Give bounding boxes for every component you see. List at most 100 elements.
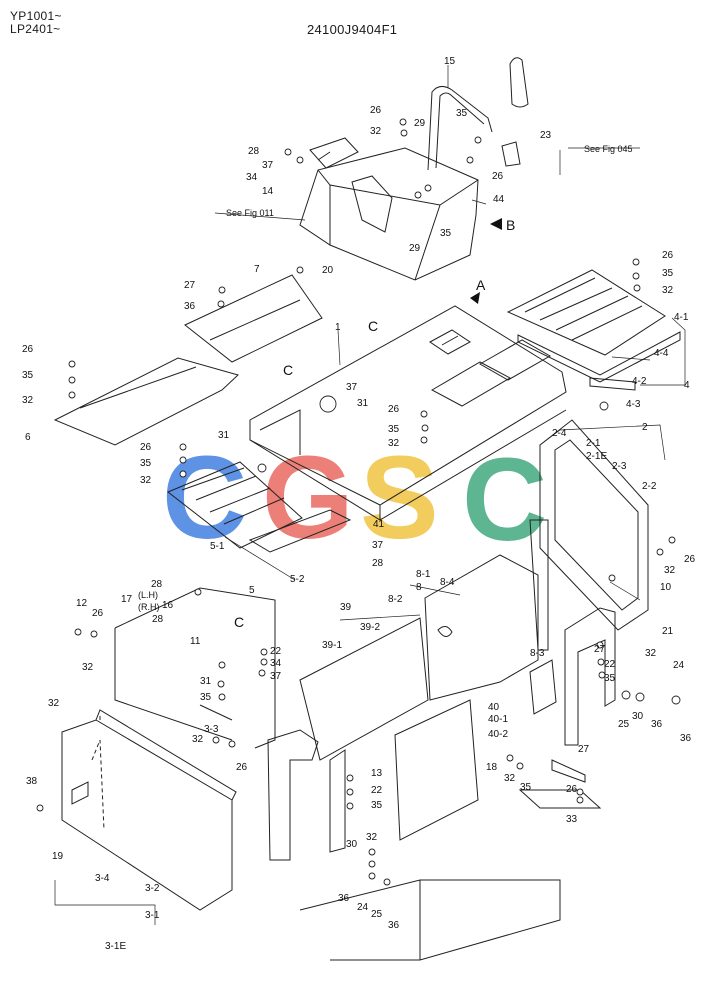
callout-32: 32	[22, 395, 34, 406]
view-letter-c: C	[234, 614, 244, 630]
post-right	[329, 749, 346, 853]
callout-25: 25	[371, 909, 383, 920]
part-code: 24100J9404F1	[307, 22, 398, 37]
front-grille-frame-5-2	[248, 509, 352, 553]
main-cover-1-inner	[249, 409, 567, 521]
callout-24: 24	[673, 660, 685, 671]
callout-26: 26	[388, 404, 400, 415]
callout-32: 32	[370, 126, 382, 137]
callout-35: 35	[440, 228, 452, 239]
view-letter-c: C	[283, 362, 293, 378]
callout-24: 24	[357, 902, 369, 913]
model-range-1: YP1001~	[10, 9, 62, 23]
watermark-letter: G	[262, 432, 354, 564]
cleaner-cup-part	[509, 57, 529, 108]
callout-35: 35	[200, 692, 212, 703]
callout-35: 35	[371, 800, 383, 811]
callout-34: 34	[246, 172, 258, 183]
callout-32: 32	[645, 648, 657, 659]
callout-14: 14	[262, 186, 274, 197]
callout-20: 20	[322, 265, 334, 276]
callout-40-1: 40-1	[488, 714, 508, 725]
rear-frame-21	[564, 607, 616, 746]
callout-2-3: 2-3	[612, 461, 627, 472]
callout-28: 28	[152, 614, 164, 625]
callout-39-2: 39-2	[360, 622, 380, 633]
panel-39-2	[394, 699, 479, 841]
callout-3-1: 3-1	[145, 910, 160, 921]
callout-31: 31	[357, 398, 369, 409]
callout-36: 36	[184, 301, 196, 312]
see-fig-045-link: See Fig 045	[584, 144, 633, 154]
cleaner-cap-part	[501, 141, 521, 167]
bracket-14-part	[309, 137, 359, 169]
callout-28: 28	[151, 579, 163, 590]
partition-8	[424, 554, 539, 701]
callout-35: 35	[662, 268, 674, 279]
callout-11: 11	[190, 636, 201, 647]
callout-4-2: 4-2	[632, 376, 647, 387]
partition-8-hole	[437, 626, 453, 637]
front-grille-5-1	[167, 461, 303, 549]
callout-5-1: 5-1	[210, 541, 225, 552]
callout-6: 6	[25, 432, 31, 443]
view-arrows	[470, 218, 502, 304]
callout-30: 30	[632, 711, 644, 722]
callout-36: 36	[388, 920, 400, 931]
post-13	[267, 729, 319, 861]
callout-8-1: 8-1	[416, 569, 431, 580]
left-hand-label: (L.H)	[138, 590, 158, 600]
left-frame-12	[114, 587, 276, 749]
callout-26: 26	[566, 784, 578, 795]
callout-22: 22	[604, 659, 616, 670]
callout-32: 32	[664, 565, 676, 576]
callout-31: 31	[200, 676, 212, 687]
side-door-3	[61, 719, 233, 911]
frame-post-2-4	[529, 519, 549, 651]
callout-1: 1	[335, 322, 341, 333]
callout-37: 37	[372, 540, 384, 551]
engine-hood-inner	[317, 169, 479, 281]
see-fig-011-link: See Fig 011	[226, 208, 274, 218]
callout-40: 40	[488, 702, 500, 713]
callout-35: 35	[520, 782, 532, 793]
callout-4-3: 4-3	[626, 399, 641, 410]
callout-30: 30	[346, 839, 358, 850]
callout-28: 28	[372, 558, 384, 569]
floor-plate-7	[184, 274, 323, 363]
callout-32: 32	[192, 734, 204, 745]
watermark-letter: C	[462, 434, 547, 566]
callout-25: 25	[618, 719, 630, 730]
callout-2: 2	[642, 422, 648, 433]
callout-4-1: 4-1	[674, 312, 689, 323]
callout-32: 32	[366, 832, 378, 843]
step-bracket-18	[551, 759, 586, 783]
cover-panel-b	[478, 339, 552, 381]
callout-32: 32	[82, 662, 94, 673]
callout-3-3: 3-3	[204, 724, 219, 735]
callout-26: 26	[492, 171, 504, 182]
callout-8: 8	[416, 582, 422, 593]
callout-39: 39	[340, 602, 352, 613]
callout-19: 19	[52, 851, 64, 862]
callout-26: 26	[236, 762, 248, 773]
callout-36: 36	[338, 893, 350, 904]
cover-hatch	[429, 329, 471, 355]
callout-26: 26	[684, 554, 696, 565]
watermark-letter: S	[360, 432, 439, 564]
frame-2	[539, 419, 649, 631]
callout-27: 27	[578, 744, 590, 755]
leader-lines	[54, 65, 686, 925]
callout-26: 26	[140, 442, 152, 453]
callout-26: 26	[22, 344, 34, 355]
cover-40	[529, 659, 557, 715]
callout-40-2: 40-2	[488, 729, 508, 740]
engine-hood-part	[299, 147, 479, 281]
callout-27: 27	[184, 280, 196, 291]
callout-31: 31	[218, 430, 230, 441]
callout-8-3: 8-3	[530, 648, 545, 659]
callout-8-4: 8-4	[440, 577, 455, 588]
